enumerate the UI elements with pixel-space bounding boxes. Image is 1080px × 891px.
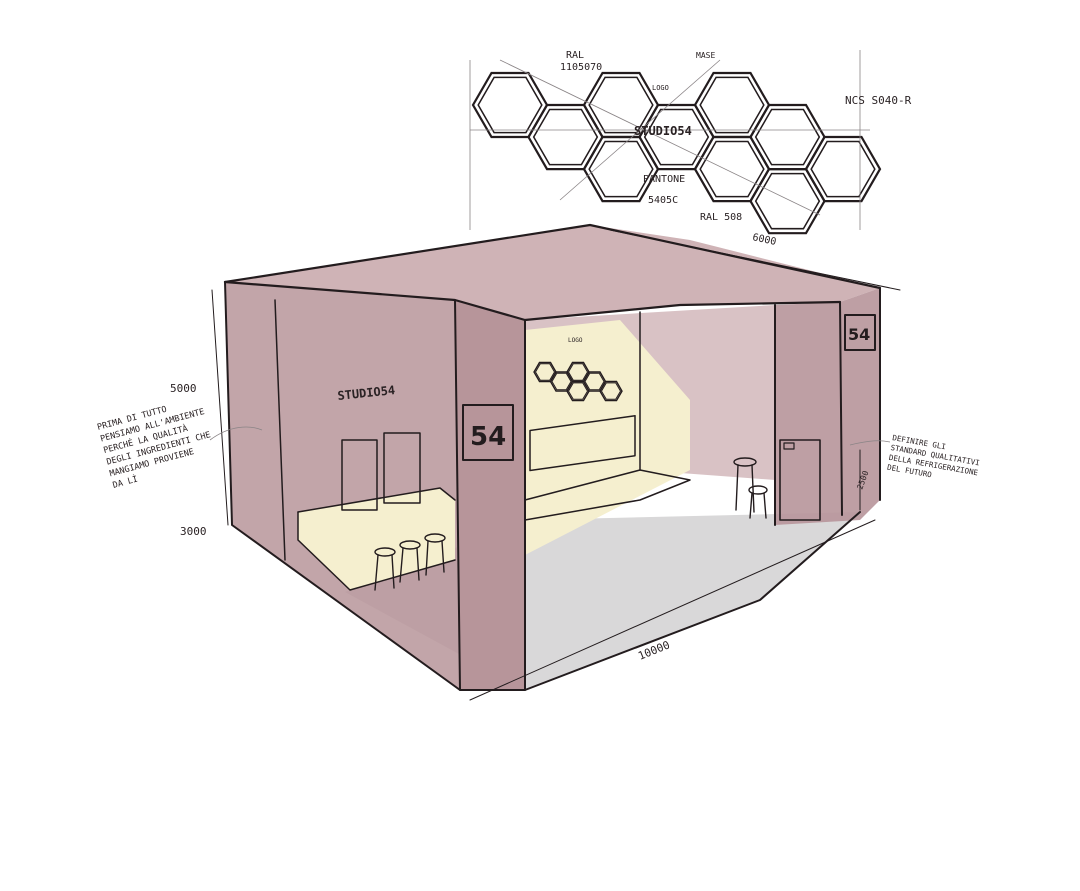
hex-brand-text: STUDIO54 bbox=[634, 124, 692, 138]
back-wall-hex-logo bbox=[533, 361, 623, 402]
right-pillar-logo bbox=[844, 314, 876, 351]
note-left: PRIMA DI TUTTO PENSIAMO ALL'AMBIENTE PER… bbox=[96, 405, 212, 491]
dim-depth: 6000 bbox=[751, 232, 777, 248]
hex-cell bbox=[534, 363, 556, 381]
hex-cell bbox=[810, 140, 876, 198]
right-pillar-logo-text: 54 bbox=[848, 325, 870, 344]
hex-cell bbox=[527, 103, 604, 171]
dim-height-bottom: 3000 bbox=[180, 525, 207, 538]
hex-cell bbox=[588, 140, 654, 198]
label-ral-bottom: RAL 508 bbox=[700, 212, 742, 223]
bar-stools bbox=[374, 457, 768, 591]
right-pillar bbox=[775, 288, 880, 525]
roof-band bbox=[225, 225, 880, 320]
back-logo-label: LOGO bbox=[568, 337, 583, 344]
left-counter bbox=[298, 488, 455, 590]
front-pillar-logo bbox=[462, 404, 514, 461]
dim-height-top: 5000 bbox=[170, 382, 197, 395]
hex-cell bbox=[584, 372, 605, 391]
hex-construction-lines bbox=[469, 50, 870, 230]
label-pantone-code: 5405C bbox=[648, 195, 678, 206]
hex-cell bbox=[600, 382, 622, 400]
wall-brand-text: STUDIO54 bbox=[337, 383, 396, 403]
hex-cell bbox=[477, 76, 543, 134]
hex-cell bbox=[551, 372, 572, 391]
label-base: MASE bbox=[696, 51, 715, 60]
back-counter bbox=[525, 320, 690, 555]
label-ral-top: RAL bbox=[566, 50, 584, 61]
ceiling-hex-panel bbox=[471, 71, 882, 235]
hex-cell bbox=[567, 382, 589, 400]
label-ral-top-code: 1105070 bbox=[560, 62, 602, 73]
hex-cell bbox=[567, 363, 589, 381]
note-left-leader bbox=[209, 426, 263, 441]
hex-cell bbox=[749, 103, 826, 171]
label-pantone: PANTONE bbox=[643, 174, 685, 185]
hex-cell bbox=[804, 135, 882, 203]
hex-cell bbox=[754, 108, 821, 166]
note-right: DEFINIRE GLI STANDARD QUALITATIVI DELLA … bbox=[886, 433, 980, 479]
hex-cell bbox=[532, 108, 599, 166]
hex-cell bbox=[699, 76, 765, 134]
note-right-leader bbox=[849, 440, 891, 446]
booth: LOGO 54 54 STUDIO54 bbox=[223, 223, 882, 691]
hex-cell bbox=[693, 135, 771, 203]
front-pillar bbox=[455, 300, 525, 690]
hex-cell bbox=[749, 168, 826, 235]
dimension-lines bbox=[211, 229, 901, 701]
hex-cell bbox=[643, 108, 710, 166]
hex-cell bbox=[754, 172, 821, 230]
hex-cell bbox=[471, 71, 549, 139]
front-pillar-logo-text: 54 bbox=[470, 422, 506, 452]
label-logo: LOGO bbox=[652, 84, 669, 92]
hex-cell bbox=[599, 380, 623, 402]
hex-cell bbox=[693, 71, 771, 139]
label-ncs: NCS S040-R bbox=[845, 94, 912, 107]
hex-cell bbox=[699, 140, 765, 198]
